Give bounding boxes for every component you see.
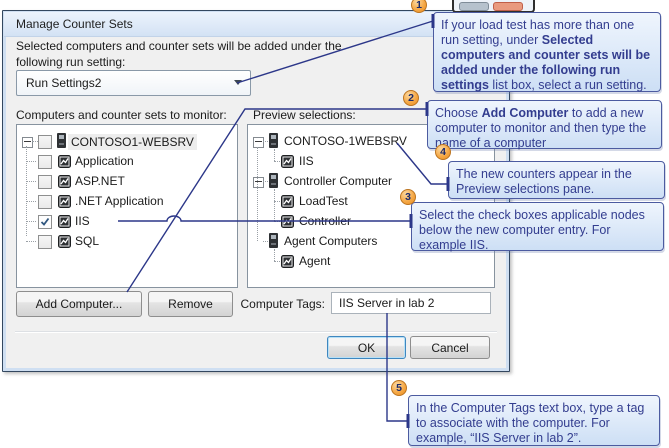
computer-icon — [269, 133, 278, 148]
tree-dotted-line — [26, 221, 36, 222]
callout-text-segment: If your load test has more than one run … — [441, 18, 635, 47]
counter-set-icon — [58, 155, 71, 168]
tree-item-label: Agent — [299, 254, 331, 268]
counter-set-icon — [281, 195, 294, 208]
tree-item-label: CONTOSO-1WEBSRV — [284, 134, 407, 148]
callout-box-1: If your load test has more than one run … — [433, 12, 661, 92]
callout-balloon-3: 3 — [400, 189, 416, 205]
tree-dotted-line — [274, 189, 275, 221]
tree-dotted-line — [26, 201, 36, 202]
callout-box-2: Choose Add Computer to add a new compute… — [427, 100, 662, 150]
tree-dotted-line — [32, 141, 38, 142]
callout-text-segment: Select the check boxes applicable nodes … — [419, 208, 645, 252]
tree-dotted-line — [274, 161, 280, 162]
computer-tags-input[interactable]: IIS Server in lab 2 — [331, 292, 491, 314]
tree-dotted-line — [26, 146, 27, 236]
callout-box-3: Select the check boxes applicable nodes … — [411, 202, 664, 252]
tree-checkbox[interactable] — [38, 135, 52, 149]
tree-expander-icon[interactable] — [253, 137, 264, 148]
callout-text-segment: Add Computer — [481, 106, 569, 120]
counter-set-icon — [58, 235, 71, 248]
callout-text-segment: In the Computer Tags text box, type a ta… — [416, 401, 645, 445]
tree-expander-icon[interactable] — [22, 137, 33, 148]
tree-item-label: IIS — [75, 214, 90, 228]
intro-text: Selected computers and counter sets will… — [16, 39, 342, 69]
computer-icon — [269, 233, 278, 248]
preview-tree-label: Preview selections: — [253, 108, 356, 122]
tree-item-label: Controller Computer — [284, 174, 393, 188]
callout-text-segment: list box, select a run setting. — [488, 78, 647, 92]
ok-button[interactable]: OK — [327, 336, 406, 359]
tree-item-label: LoadTest — [299, 194, 348, 208]
tree-dotted-line — [26, 161, 36, 162]
tree-dotted-line — [274, 249, 275, 261]
tree-checkbox-sql[interactable] — [38, 235, 52, 249]
callout-text-segment: Selected computers and counter sets will… — [441, 33, 651, 92]
tree-dotted-line — [257, 147, 258, 241]
tree-item-label: Agent Computers — [284, 234, 378, 248]
tree-checkbox--net-application[interactable] — [38, 195, 52, 209]
chevron-down-icon[interactable] — [234, 80, 242, 85]
computer-tags-value: IIS Server in lab 2 — [339, 296, 435, 310]
tree-dotted-line — [26, 181, 36, 182]
tree-item-label: CONTOSO1-WEBSRV — [68, 134, 197, 150]
counter-set-icon — [281, 215, 294, 228]
separator-line — [15, 331, 497, 333]
callout-balloon-2: 2 — [403, 90, 419, 106]
monitor-tree-label: Computers and counter sets to monitor: — [16, 108, 227, 122]
remove-button[interactable]: Remove — [148, 291, 233, 317]
run-setting-dropdown[interactable]: Run Settings2 — [16, 70, 251, 96]
callout-text-segment: to add a new computer to monitor and the… — [435, 106, 647, 150]
counter-set-icon — [58, 175, 71, 188]
counter-set-icon — [281, 155, 294, 168]
computer-icon — [57, 133, 66, 148]
tree-item-label: Application — [75, 154, 134, 168]
tree-item-label: .NET Application — [75, 194, 164, 208]
tree-item-label: Controller — [299, 214, 352, 228]
monitor-tree-pane[interactable]: CONTOSO1-WEBSRV Application ASP.NET .NET… — [16, 124, 238, 288]
checkmark-icon — [40, 217, 50, 226]
tree-dotted-line — [274, 221, 280, 222]
counter-set-icon — [58, 215, 71, 228]
tree-dotted-line — [274, 149, 275, 161]
callout-balloon-4: 4 — [435, 144, 451, 160]
tree-checkbox-iis[interactable] — [38, 215, 52, 229]
add-computer-button[interactable]: Add Computer... — [16, 291, 142, 317]
tree-item-label: IIS — [299, 154, 314, 168]
cancel-button[interactable]: Cancel — [410, 336, 490, 359]
counter-set-icon — [281, 255, 294, 268]
callout-text-segment: Choose — [435, 106, 482, 120]
tree-dotted-line — [274, 261, 280, 262]
cropped-gray-button — [459, 2, 489, 11]
tree-item-label: SQL — [75, 234, 100, 248]
tree-checkbox-asp-net[interactable] — [38, 175, 52, 189]
computer-tags-label: Computer Tags: — [240, 297, 326, 311]
tree-dotted-line — [263, 241, 268, 242]
counter-set-icon — [58, 195, 71, 208]
tree-item-label: ASP.NET — [75, 174, 125, 188]
callout-balloon-1: 1 — [411, 0, 427, 13]
callout-balloon-5: 5 — [391, 380, 407, 396]
callout-box-5: In the Computer Tags text box, type a ta… — [408, 395, 660, 446]
dialog-title: Manage Counter Sets — [16, 17, 133, 31]
tree-dotted-line — [263, 181, 268, 182]
callout-text-segment: The new counters appear in the Preview s… — [456, 167, 632, 196]
callout-box-4: The new counters appear in the Preview s… — [448, 161, 665, 199]
tree-dotted-line — [263, 141, 268, 142]
computer-icon — [269, 173, 278, 188]
tree-expander-icon[interactable] — [253, 177, 264, 188]
cropped-red-button — [493, 2, 523, 11]
run-setting-value: Run Settings2 — [26, 76, 102, 90]
tree-checkbox-application[interactable] — [38, 155, 52, 169]
tree-dotted-line — [26, 241, 36, 242]
